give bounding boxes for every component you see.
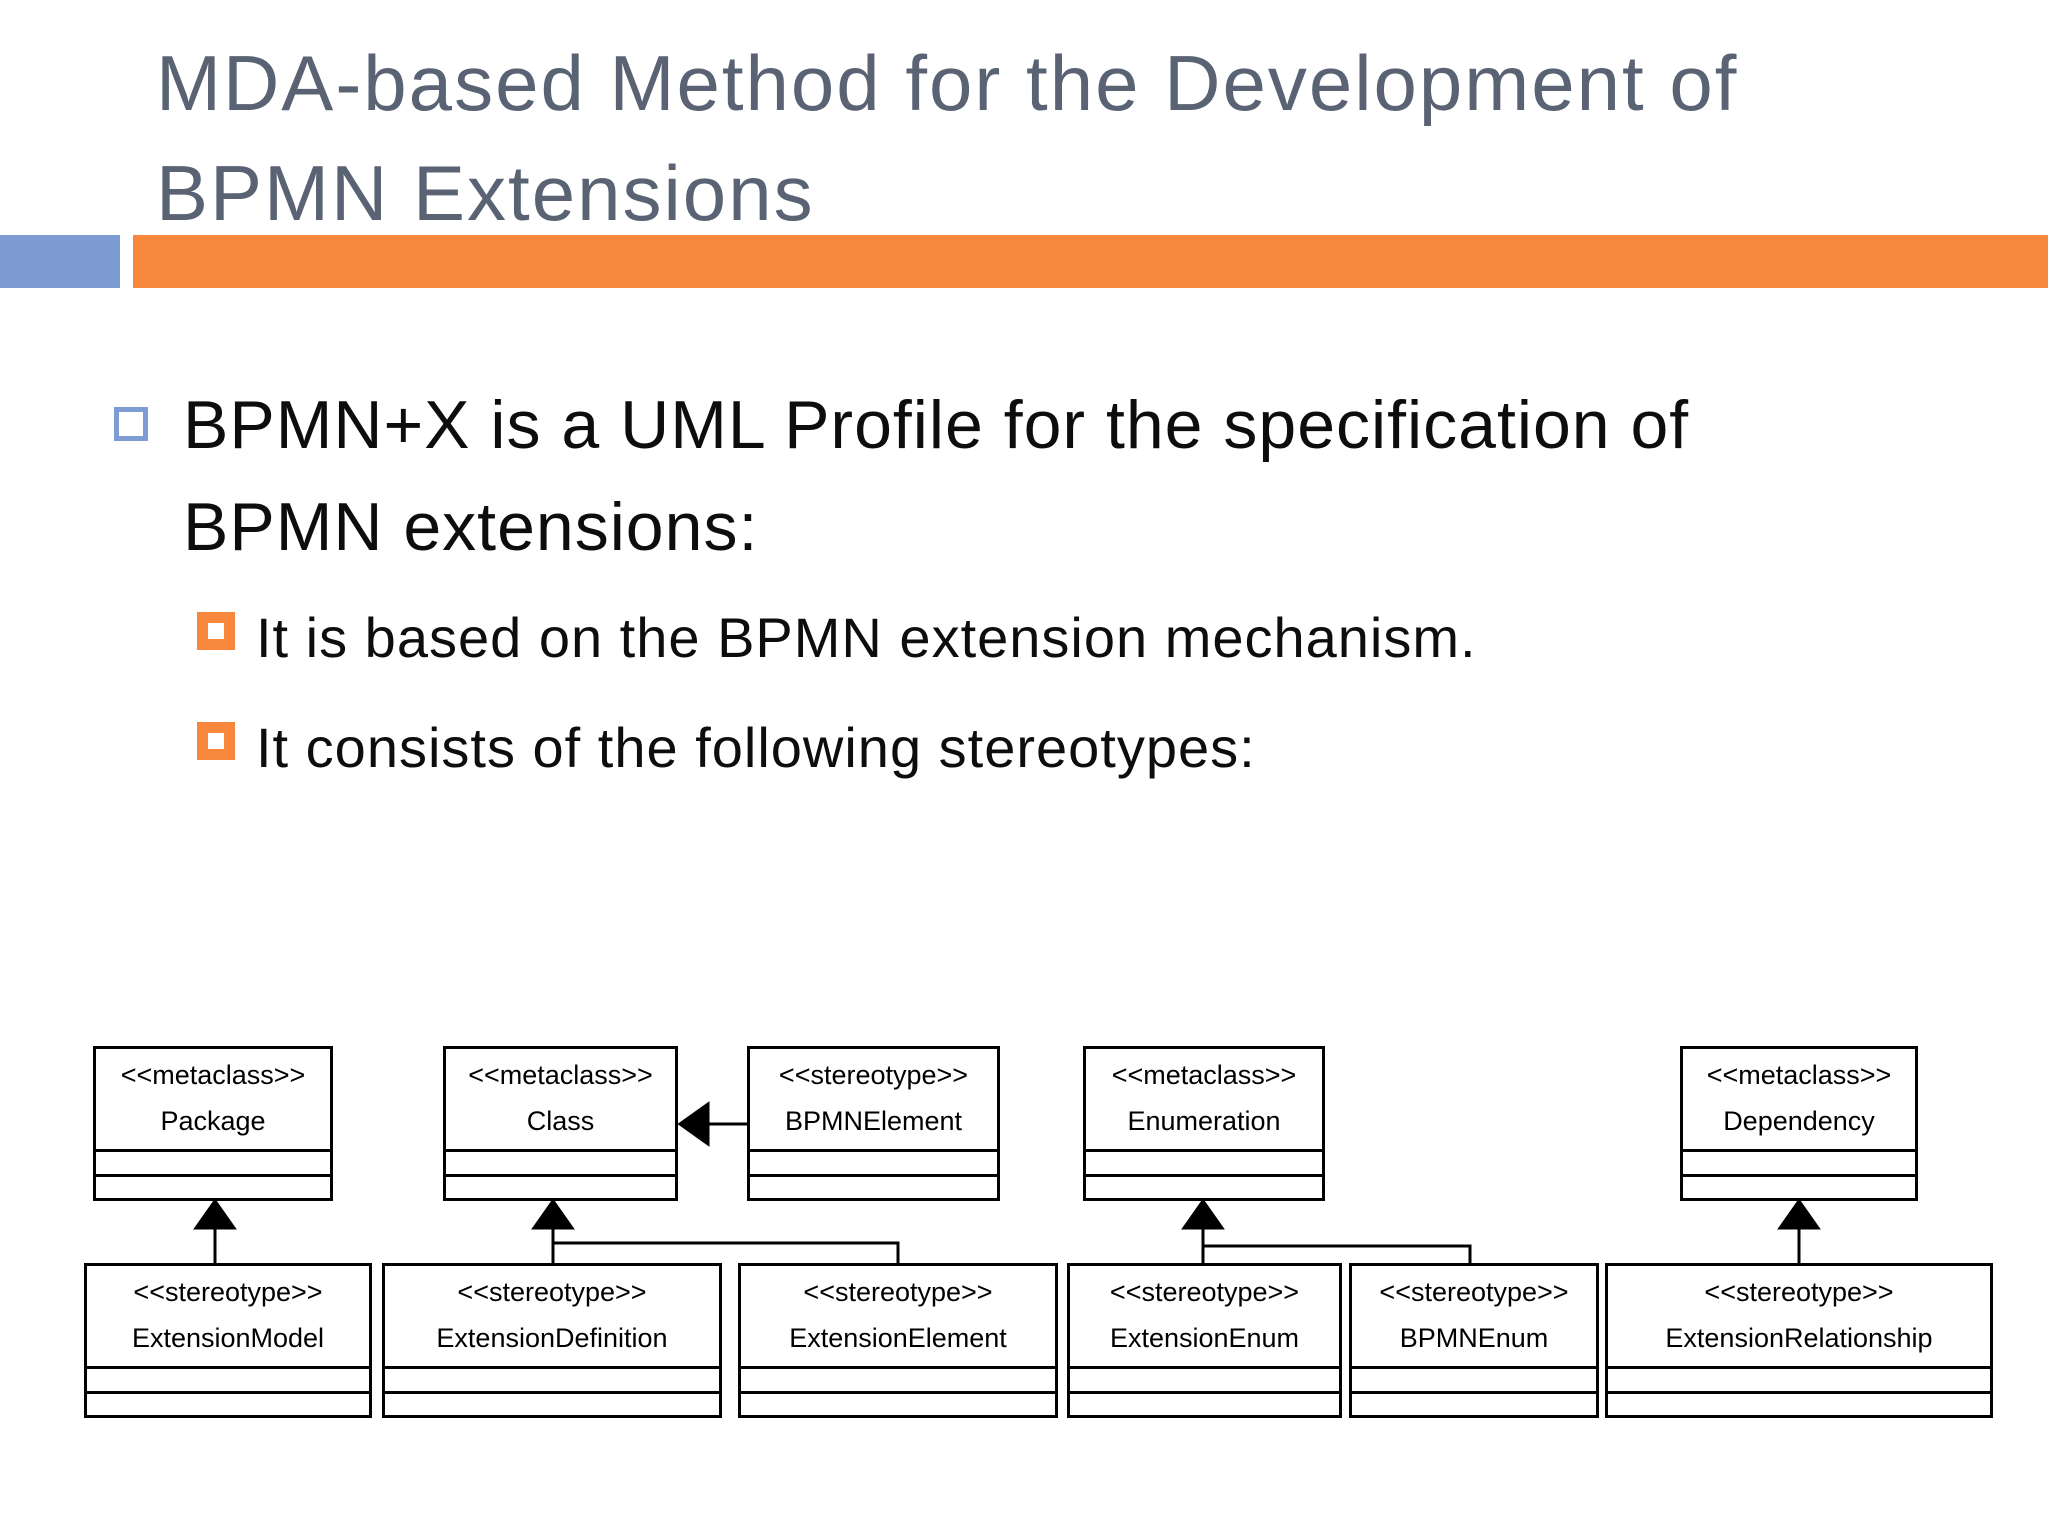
uml-box-extensionmodel: <<stereotype>> ExtensionModel bbox=[84, 1263, 372, 1418]
uml-stereotype-tag: <<stereotype>> bbox=[1379, 1277, 1569, 1307]
uml-box-header: <<stereotype>> ExtensionDefinition bbox=[385, 1266, 719, 1366]
uml-attributes-compartment bbox=[1683, 1149, 1915, 1174]
uml-attributes-compartment bbox=[741, 1366, 1055, 1391]
uml-box-header: <<stereotype>> ExtensionEnum bbox=[1070, 1266, 1339, 1366]
uml-class-name: Class bbox=[526, 1106, 595, 1136]
uml-operations-compartment bbox=[1070, 1391, 1339, 1415]
uml-box-header: <<metaclass>> Package bbox=[96, 1049, 330, 1149]
uml-box-bpmnelement: <<stereotype>> BPMNElement bbox=[747, 1046, 1000, 1201]
uml-operations-compartment bbox=[1352, 1391, 1596, 1415]
uml-operations-compartment bbox=[385, 1391, 719, 1415]
uml-operations-compartment bbox=[1683, 1174, 1915, 1198]
uml-class-name: Package bbox=[160, 1106, 266, 1136]
uml-operations-compartment bbox=[741, 1391, 1055, 1415]
uml-stereotype-tag: <<stereotype>> bbox=[133, 1277, 323, 1307]
bullet-main-line1: BPMN+X is a UML Profile for the specific… bbox=[183, 387, 1690, 463]
uml-stereotype-tag: <<stereotype>> bbox=[1704, 1277, 1894, 1307]
uml-box-header: <<metaclass>> Dependency bbox=[1683, 1049, 1915, 1149]
uml-attributes-compartment bbox=[1608, 1366, 1990, 1391]
uml-operations-compartment bbox=[96, 1174, 330, 1198]
uml-attributes-compartment bbox=[750, 1149, 997, 1174]
uml-operations-compartment bbox=[446, 1174, 675, 1198]
uml-class-name: ExtensionEnum bbox=[1109, 1323, 1300, 1353]
generalization-extensiondefinition-to-class bbox=[531, 1198, 575, 1263]
bullet-main-line2: BPMN extensions: bbox=[183, 489, 759, 565]
slide-title: MDA-based Method for the Development of … bbox=[156, 28, 1956, 248]
uml-box-extensiondefinition: <<stereotype>> ExtensionDefinition bbox=[382, 1263, 722, 1418]
uml-box-header: <<stereotype>> BPMNEnum bbox=[1352, 1266, 1596, 1366]
uml-stereotype-tag: <<metaclass>> bbox=[468, 1060, 653, 1090]
uml-box-class: <<metaclass>> Class bbox=[443, 1046, 678, 1201]
uml-class-name: Dependency bbox=[1723, 1106, 1875, 1136]
uml-class-name: BPMNEnum bbox=[1399, 1323, 1549, 1353]
subbullet-text-2: It consists of the following stereotypes… bbox=[256, 716, 1256, 779]
slide-title-line2: BPMN Extensions bbox=[156, 149, 815, 237]
slide-title-line1: MDA-based Method for the Development of bbox=[156, 39, 1739, 127]
uml-stereotype-tag: <<stereotype>> bbox=[803, 1277, 993, 1307]
uml-class-name: ExtensionModel bbox=[131, 1323, 325, 1353]
uml-stereotype-tag: <<stereotype>> bbox=[1109, 1277, 1300, 1307]
uml-class-name: ExtensionRelationship bbox=[1665, 1323, 1933, 1353]
uml-attributes-compartment bbox=[1352, 1366, 1596, 1391]
uml-box-extensionenum: <<stereotype>> ExtensionEnum bbox=[1067, 1263, 1342, 1418]
uml-box-header: <<stereotype>> ExtensionModel bbox=[87, 1266, 369, 1366]
uml-box-enumeration: <<metaclass>> Enumeration bbox=[1083, 1046, 1325, 1201]
uml-box-header: <<stereotype>> ExtensionRelationship bbox=[1608, 1266, 1990, 1366]
title-accent-orange-bar bbox=[133, 235, 2048, 288]
generalization-extensionenum-to-enumeration bbox=[1181, 1198, 1225, 1263]
uml-box-package: <<metaclass>> Package bbox=[93, 1046, 333, 1201]
uml-stereotype-tag: <<metaclass>> bbox=[1111, 1060, 1297, 1090]
title-accent-blue-square bbox=[0, 235, 120, 288]
subbullet-square-icon-2 bbox=[197, 722, 235, 760]
generalization-bpmnenum-branch bbox=[1203, 1244, 1472, 1263]
uml-box-extensionelement: <<stereotype>> ExtensionElement bbox=[738, 1263, 1058, 1418]
uml-box-bpmnenum: <<stereotype>> BPMNEnum bbox=[1349, 1263, 1599, 1418]
generalization-extensionelement-branch bbox=[553, 1241, 900, 1263]
uml-class-name: Enumeration bbox=[1127, 1106, 1281, 1136]
uml-class-name: BPMNElement bbox=[784, 1106, 963, 1136]
uml-operations-compartment bbox=[750, 1174, 997, 1198]
subbullet-text-1: It is based on the BPMN extension mechan… bbox=[256, 606, 1477, 669]
uml-box-header: <<metaclass>> Class bbox=[446, 1049, 675, 1149]
uml-class-name: ExtensionElement bbox=[789, 1323, 1007, 1353]
uml-box-dependency: <<metaclass>> Dependency bbox=[1680, 1046, 1918, 1201]
uml-stereotype-tag: <<metaclass>> bbox=[120, 1060, 306, 1090]
uml-attributes-compartment bbox=[96, 1149, 330, 1174]
extension-arrow-bpmnelement-to-class bbox=[677, 1101, 747, 1147]
generalization-extensionrelationship-to-dependency bbox=[1777, 1198, 1821, 1263]
uml-stereotype-tag: <<stereotype>> bbox=[457, 1277, 647, 1307]
uml-class-name: ExtensionDefinition bbox=[436, 1323, 668, 1353]
uml-stereotype-tag: <<stereotype>> bbox=[778, 1060, 969, 1090]
uml-operations-compartment bbox=[87, 1391, 369, 1415]
uml-attributes-compartment bbox=[1086, 1149, 1322, 1174]
uml-attributes-compartment bbox=[87, 1366, 369, 1391]
uml-operations-compartment bbox=[1608, 1391, 1990, 1415]
uml-attributes-compartment bbox=[446, 1149, 675, 1174]
generalization-extensionmodel-to-package bbox=[193, 1198, 237, 1263]
uml-attributes-compartment bbox=[385, 1366, 719, 1391]
uml-box-header: <<stereotype>> ExtensionElement bbox=[741, 1266, 1055, 1366]
uml-attributes-compartment bbox=[1070, 1366, 1339, 1391]
uml-box-header: <<metaclass>> Enumeration bbox=[1086, 1049, 1322, 1149]
uml-stereotype-tag: <<metaclass>> bbox=[1706, 1060, 1892, 1090]
uml-box-extensionrelationship: <<stereotype>> ExtensionRelationship bbox=[1605, 1263, 1993, 1418]
bullet-square-icon bbox=[114, 407, 148, 441]
uml-box-header: <<stereotype>> BPMNElement bbox=[750, 1049, 997, 1149]
subbullet-square-icon-1 bbox=[197, 612, 235, 650]
uml-operations-compartment bbox=[1086, 1174, 1322, 1198]
